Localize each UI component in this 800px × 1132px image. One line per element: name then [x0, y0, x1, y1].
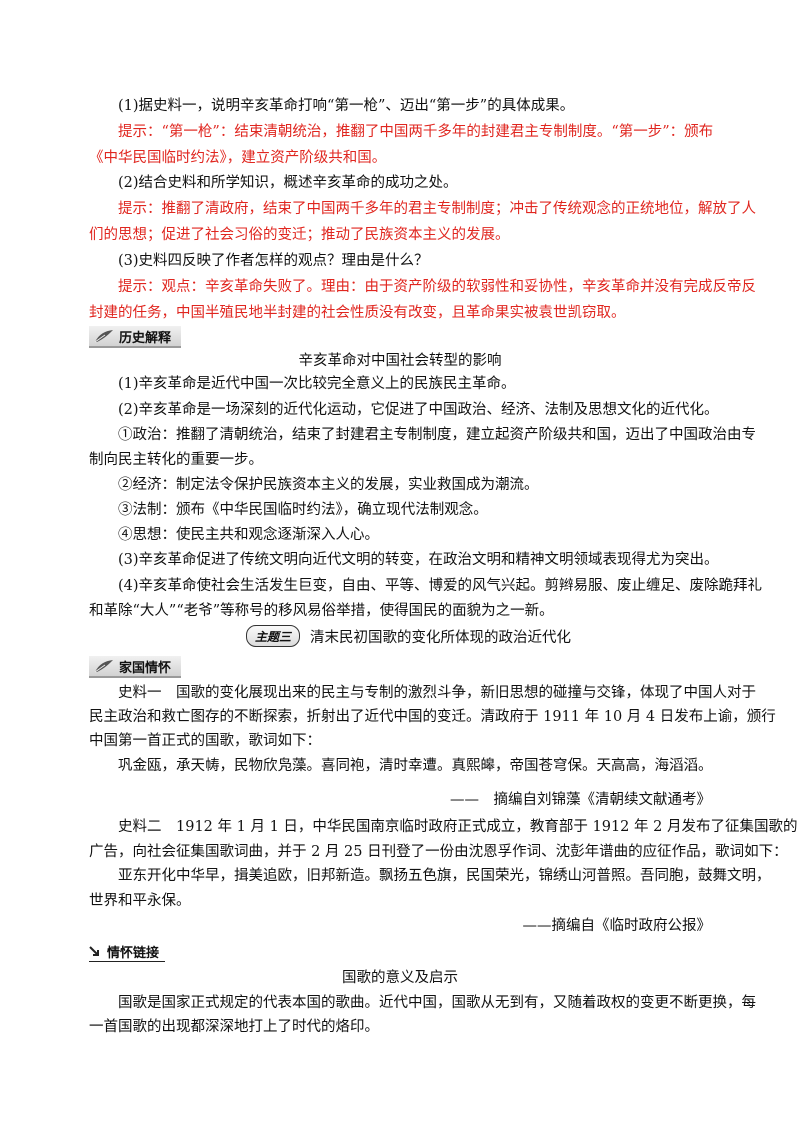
- tag-label: 家国情怀: [119, 660, 172, 676]
- source-1-citation: —— 摘编自刘锦藻《清朝续文献通考》: [450, 792, 711, 808]
- source-2-line-2: 广告，向社会征集国歌词曲，并于 2 月 25 日刊登了一份由沈恩孚作词、沈彭年谱…: [89, 844, 788, 860]
- history-line-8b: 和革除“大人”“老爷”等称号的移风易俗举措，使得国民的面貌为之一新。: [89, 603, 554, 619]
- source-1-line-2: 民主政治和救亡图存的不断探索，折射出了近代中国的变迁。清政府于 1911 年 1…: [89, 709, 776, 725]
- answer-1-line-1: 提示：“第一枪”：结束清朝统治，推翻了中国两千多年的封建君主专制制度。“第一步”…: [118, 124, 714, 140]
- section-tag-family: 家国情怀: [89, 656, 182, 678]
- question-3: (3)史料四反映了作者怎样的观点？理由是什么？: [118, 253, 429, 269]
- source-2-citation: ——摘编自《临时政府公报》: [522, 918, 712, 934]
- history-title: 辛亥革命对中国社会转型的影响: [298, 353, 502, 369]
- history-line-2: (2)辛亥革命是一场深刻的近代化运动，它促进了中国政治、经济、法制及思想文化的近…: [118, 402, 719, 418]
- history-line-3a: ①政治：推翻了清朝统治，结束了封建君主专制制度，建立起资产阶级共和国，迈出了中国…: [118, 427, 756, 443]
- theme-title: 清末民初国歌的变化所体现的政治近代化: [310, 629, 572, 646]
- tag-label: 情怀链接: [107, 945, 160, 961]
- question-2: (2)结合史料和所学知识，概述辛亥革命的成功之处。: [118, 175, 458, 191]
- link-line-2: 一首国歌的出现都深深地打上了时代的烙印。: [89, 1019, 379, 1035]
- answer-2-line-2: 们的思想；促进了社会习俗的变迁；推动了民族资本主义的发展。: [89, 227, 510, 243]
- source-1-line-1: 史料一 国歌的变化展现出来的民主与专制的激烈斗争，新旧思想的碰撞与交锋，体现了中…: [118, 685, 756, 701]
- history-line-5: ③法制：颁布《中华民国临时约法》，确立现代法制观念。: [118, 502, 488, 518]
- tag-label: 历史解释: [119, 330, 172, 346]
- history-line-7: (3)辛亥革命促进了传统文明向近代文明的转变，在政治文明和精神文明领域表现得尤为…: [118, 552, 719, 568]
- answer-2-line-1: 提示：推翻了清政府，结束了中国两千多年的君主专制制度；冲击了传统观念的正统地位，…: [118, 201, 756, 217]
- link-line-1: 国歌是国家正式规定的代表本国的歌曲。近代中国，国歌从无到有，又随着政权的变更不断…: [118, 995, 756, 1011]
- answer-3-line-2: 封建的任务，中国半殖民地半封建的社会性质没有改变，且革命果实被袁世凯窃取。: [89, 305, 626, 321]
- source-1-lyrics: 巩金瓯，承天帱，民物欣凫藻。喜同袍，清时幸遭。真熙皞，帝国苍穹保。天高高，海滔滔…: [118, 758, 713, 774]
- source-2-line-1: 史料二 1912 年 1 月 1 日，中华民国南京临时政府正式成立，教育部于 1…: [118, 819, 798, 835]
- source-2-lyrics-2: 世界和平永保。: [89, 893, 191, 909]
- theme-badge: 主题三: [246, 625, 301, 647]
- section-tag-history: 历史解释: [89, 326, 182, 348]
- history-line-6: ④思想：使民主共和观念逐渐深入人心。: [118, 527, 379, 543]
- history-line-8a: (4)辛亥革命使社会生活发生巨变，自由、平等、博爱的风气兴起。剪辫易服、废止缠足…: [118, 578, 763, 594]
- tag-box: 历史解释: [89, 326, 182, 348]
- feather-icon: [94, 330, 113, 343]
- history-line-4: ②经济：制定法令保护民族资本主义的发展，实业救国成为潮流。: [118, 477, 539, 493]
- tag-box: 家国情怀: [89, 656, 182, 678]
- link-title: 国歌的意义及启示: [342, 970, 458, 986]
- source-1-line-3: 中国第一首正式的国歌，歌词如下：: [89, 733, 321, 749]
- history-line-1: (1)辛亥革命是近代中国一次比较完全意义上的民族民主革命。: [118, 376, 516, 392]
- theme-heading: 主题三 清末民初国歌的变化所体现的政治近代化: [246, 624, 571, 648]
- answer-1-line-2: 《中华民国临时约法》，建立资产阶级共和国。: [89, 150, 387, 166]
- answer-3-line-1: 提示：观点：辛亥革命失败了。理由：由于资产阶级的软弱性和妥协性，辛亥革命并没有完…: [118, 279, 756, 295]
- section-tag-link: 情怀链接: [89, 941, 166, 962]
- feather-icon: [94, 660, 113, 673]
- arrow-icon: [89, 946, 99, 956]
- source-2-lyrics-1: 亚东开化中华早，揖美追欧，旧邦新造。飘扬五色旗，民国荣光，锦绣山河普照。吾同胞，…: [118, 868, 771, 884]
- question-1: (1)据史料一，说明辛亥革命打响“第一枪”、迈出“第一步”的具体成果。: [118, 98, 575, 114]
- history-line-3b: 制向民主转化的重要一步。: [89, 452, 263, 468]
